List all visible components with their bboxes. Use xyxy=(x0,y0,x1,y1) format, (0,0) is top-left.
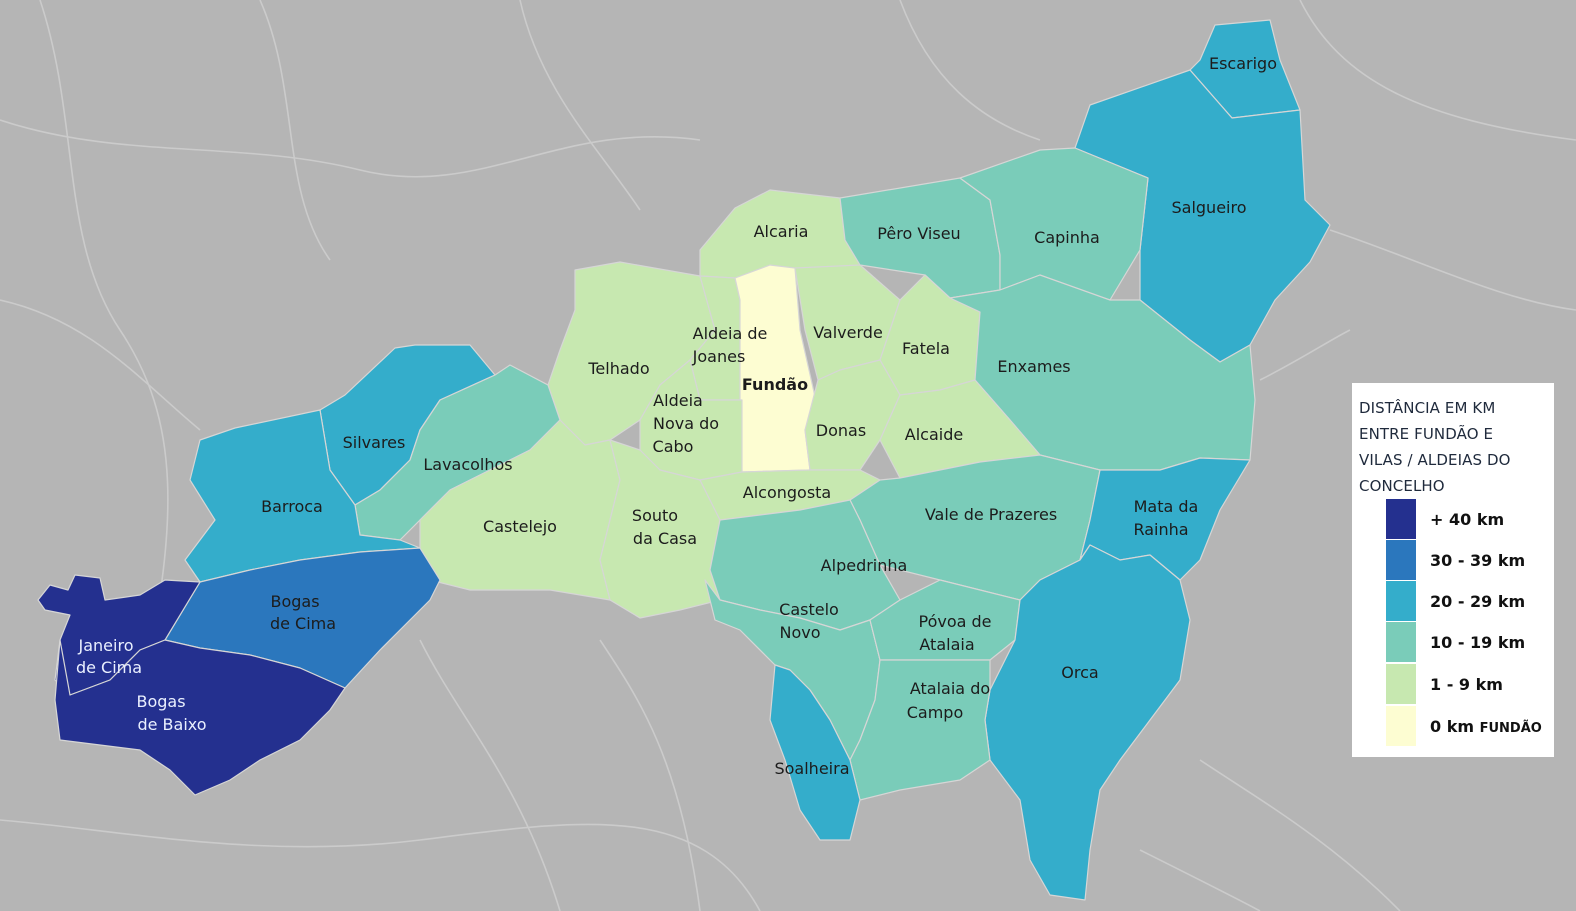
legend-label: 1 - 9 km xyxy=(1430,674,1503,694)
label-lavacolhos: Lavacolhos xyxy=(423,455,512,474)
legend-title-line: CONCELHO xyxy=(1359,477,1445,495)
label-telhado: Telhado xyxy=(587,359,649,378)
legend-item-10-19: 10 - 19 km xyxy=(1386,622,1525,662)
legend-swatch xyxy=(1386,664,1416,704)
label-janeiro-1: Janeiro xyxy=(78,636,134,655)
legend-swatch xyxy=(1386,622,1416,662)
label-alcaide: Alcaide xyxy=(905,425,963,444)
legend-swatch xyxy=(1386,581,1416,621)
region-janeiro-cima[interactable] xyxy=(37,574,201,696)
legend-item-30-39: 30 - 39 km xyxy=(1386,540,1525,580)
label-aldeia-nova-3: Cabo xyxy=(653,437,694,456)
label-atalaia-1: Atalaia do xyxy=(910,679,990,698)
label-valverde: Valverde xyxy=(813,323,883,342)
label-soalheira: Soalheira xyxy=(774,759,849,778)
legend-title-line: VILAS / ALDEIAS DO xyxy=(1359,451,1511,469)
legend-item-20-29: 20 - 29 km xyxy=(1386,581,1525,621)
legend-item-1-9: 1 - 9 km xyxy=(1386,664,1503,704)
region-atalaia-campo[interactable] xyxy=(849,659,991,801)
label-vale-prazeres: Vale de Prazeres xyxy=(925,505,1057,524)
label-bogas-baixo-2: de Baixo xyxy=(137,715,206,734)
label-aldeia-nova-2: Nova do xyxy=(653,414,719,433)
label-enxames: Enxames xyxy=(997,357,1070,376)
label-povoa-1: Póvoa de xyxy=(918,612,991,631)
legend-label: 10 - 19 km xyxy=(1430,632,1526,652)
label-castelejo: Castelejo xyxy=(483,517,557,536)
label-fundao: Fundão xyxy=(742,375,808,394)
label-silvares: Silvares xyxy=(343,433,406,452)
label-pero-viseu: Pêro Viseu xyxy=(877,224,960,243)
label-mata-1: Mata da xyxy=(1134,497,1199,516)
label-castelo-1: Castelo xyxy=(779,600,839,619)
legend-label: 20 - 29 km xyxy=(1430,591,1526,611)
label-aldeia-joanes-1: Aldeia de xyxy=(693,324,768,343)
region-labels: Escarigo Salgueiro Alcaria Pêro Viseu Ca… xyxy=(76,54,1277,778)
label-mata-2: Rainha xyxy=(1133,520,1188,539)
label-alcaria: Alcaria xyxy=(754,222,809,241)
legend-label: 30 - 39 km xyxy=(1430,550,1526,570)
region-souto-casa[interactable] xyxy=(599,439,721,619)
label-souto-1: Souto xyxy=(632,506,678,525)
label-orca: Orca xyxy=(1061,663,1098,682)
region-soalheira[interactable] xyxy=(769,664,861,841)
legend-title: DISTÂNCIA EM KM ENTRE FUNDÃO E VILAS / A… xyxy=(1359,395,1548,499)
label-fatela: Fatela xyxy=(902,339,950,358)
label-donas: Donas xyxy=(816,421,866,440)
legend-label-value: 0 km xyxy=(1430,716,1475,736)
legend-item-40-plus: + 40 km xyxy=(1386,499,1504,539)
label-salgueiro: Salgueiro xyxy=(1171,198,1246,217)
label-escarigo: Escarigo xyxy=(1209,54,1277,73)
label-janeiro-2: de Cima xyxy=(76,658,142,677)
legend-title-line: DISTÂNCIA EM KM xyxy=(1359,399,1496,417)
label-barroca: Barroca xyxy=(261,497,323,516)
legend-swatch xyxy=(1386,540,1416,580)
label-capinha: Capinha xyxy=(1034,228,1100,247)
map-legend: DISTÂNCIA EM KM ENTRE FUNDÃO E VILAS / A… xyxy=(1352,383,1554,757)
legend-item-0: 0 km FUNDÃO xyxy=(1386,706,1542,746)
legend-swatch xyxy=(1386,706,1416,746)
region-salgueiro[interactable] xyxy=(1074,69,1331,363)
legend-label-suffix: FUNDÃO xyxy=(1479,720,1542,736)
label-bogas-baixo-1: Bogas xyxy=(136,692,185,711)
region-lavacolhos[interactable] xyxy=(354,364,561,541)
label-alcongosta: Alcongosta xyxy=(743,483,831,502)
legend-label: 0 km FUNDÃO xyxy=(1430,717,1542,736)
regions xyxy=(37,19,1331,901)
label-bogas-cima-2: de Cima xyxy=(270,614,336,633)
label-bogas-cima-1: Bogas xyxy=(270,592,319,611)
label-castelo-2: Novo xyxy=(779,623,820,642)
label-povoa-2: Atalaia xyxy=(919,635,974,654)
label-aldeia-joanes-2: Joanes xyxy=(692,347,746,366)
legend-label: + 40 km xyxy=(1430,509,1505,529)
region-bogas-baixo[interactable] xyxy=(54,639,346,796)
label-souto-2: da Casa xyxy=(633,529,697,548)
label-alpedrinha: Alpedrinha xyxy=(821,556,908,575)
legend-swatch xyxy=(1386,499,1416,539)
label-atalaia-2: Campo xyxy=(907,703,964,722)
legend-title-line: ENTRE FUNDÃO E xyxy=(1359,425,1494,443)
label-aldeia-nova-1: Aldeia xyxy=(653,391,703,410)
